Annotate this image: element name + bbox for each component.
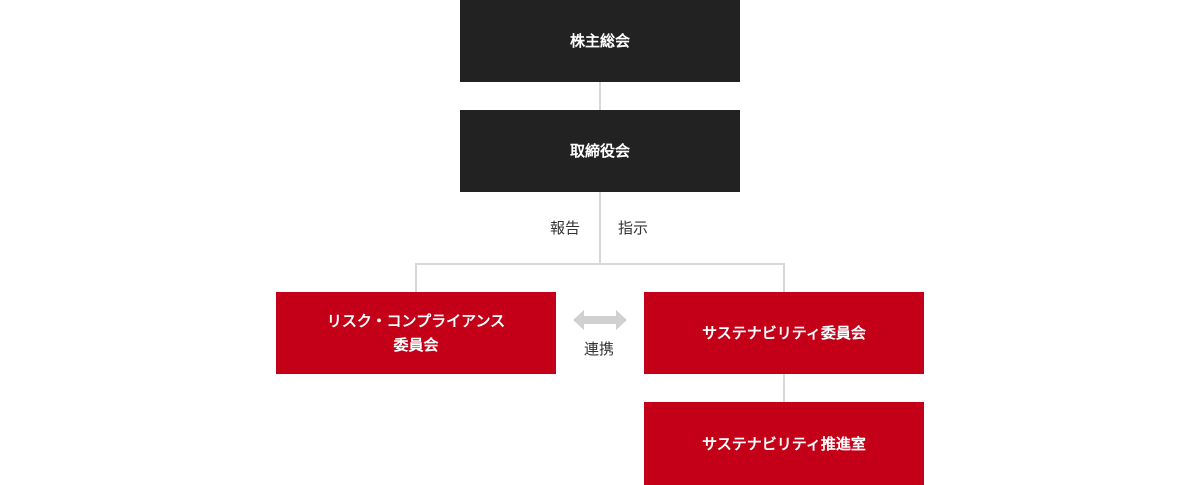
shareholders-meeting-box: 株主総会	[460, 0, 740, 82]
collaboration-label: 連携	[584, 340, 615, 358]
risk-compliance-committee-box: リスク・コンプライアンス 委員会	[276, 292, 556, 374]
connector-board-branch	[599, 192, 601, 264]
connector-committee-office	[783, 374, 785, 402]
instruction-label: 指示	[618, 219, 649, 237]
sustainability-committee-label: サステナビリティ委員会	[702, 324, 866, 342]
sustainability-office-label: サステナビリティ推進室	[702, 434, 866, 453]
risk-compliance-committee-label-line-1: リスク・コンプライアンス	[326, 312, 506, 330]
board-of-directors-label: 取締役会	[569, 142, 630, 160]
board-of-directors-box: 取締役会	[460, 110, 740, 192]
report-label: 報告	[550, 219, 581, 237]
risk-compliance-committee-label-line-2: 委員会	[393, 336, 439, 354]
sustainability-committee-box: サステナビリティ委員会	[644, 292, 924, 374]
connector-branch-right	[783, 263, 785, 292]
connector-branch-horizontal	[415, 263, 785, 265]
connector-shareholders-board	[599, 82, 601, 110]
shareholders-meeting-label: 株主総会	[569, 32, 630, 50]
bidirectional-arrow-icon	[573, 310, 627, 330]
sustainability-office-box: サステナビリティ推進室	[644, 402, 924, 485]
connector-branch-left	[415, 263, 417, 292]
